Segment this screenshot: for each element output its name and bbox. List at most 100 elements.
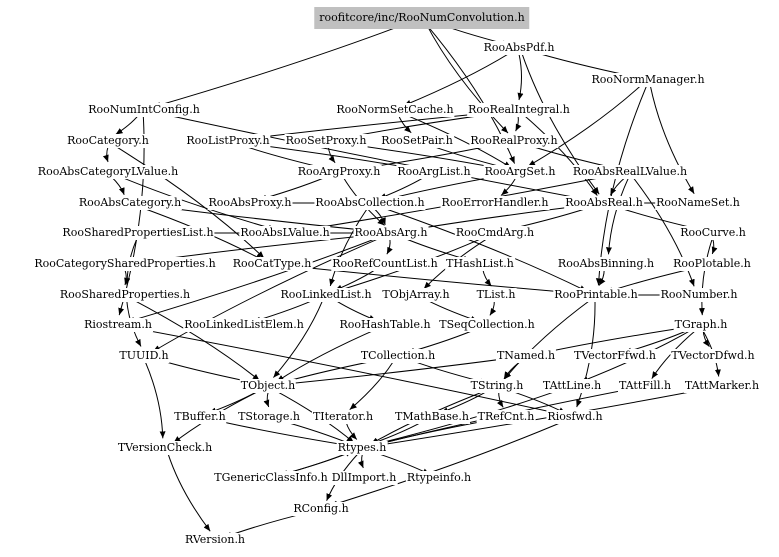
edge-n15-n31 [605, 177, 629, 255]
graph-node[interactable]: RooAbsCategory.h [77, 196, 183, 210]
graph-node[interactable]: RooListProxy.h [185, 134, 271, 148]
graph-node[interactable]: TString.h [469, 379, 525, 393]
graph-node[interactable]: TMathBase.h [393, 410, 471, 424]
edge-n11-n16 [111, 176, 125, 195]
graph-node[interactable]: RooNormSetCache.h [335, 103, 455, 117]
graph-node[interactable]: TBuffer.h [173, 410, 227, 424]
graph-node[interactable]: TAttMarker.h [683, 379, 761, 393]
graph-node[interactable]: RooAbsProxy.h [207, 196, 293, 210]
edge-n46-n49 [277, 356, 521, 388]
edge-n28-n37 [277, 264, 587, 297]
graph-node[interactable]: RooRealProxy.h [469, 134, 559, 148]
edge-n6-n28 [112, 144, 265, 259]
graph-node[interactable]: TCollection.h [359, 349, 437, 363]
edge-n33-n49 [129, 297, 260, 381]
graph-node[interactable]: RooCatType.h [231, 257, 313, 271]
graph-node[interactable]: Rtypes.h [336, 441, 388, 455]
graph-node[interactable]: TNamed.h [495, 349, 557, 363]
edge-n4-n9 [398, 114, 412, 134]
graph-node[interactable]: TAttFill.h [617, 379, 673, 393]
edge-n60-n66 [167, 453, 211, 532]
edge-n44-n60 [144, 361, 166, 439]
graph-node[interactable]: TObject.h [239, 379, 297, 393]
root-node[interactable]: roofitcore/inc/RooNumConvolution.h [314, 7, 530, 29]
edge-n1-n5 [517, 53, 524, 101]
graph-node[interactable]: RooHashTable.h [338, 318, 432, 332]
graph-node[interactable]: RooSharedPropertiesList.h [61, 226, 215, 240]
edge-n1-n4 [403, 50, 514, 106]
graph-node[interactable]: TAttLine.h [541, 379, 603, 393]
graph-node[interactable]: TSeqCollection.h [438, 318, 536, 332]
graph-node[interactable]: RooRefCountList.h [331, 257, 439, 271]
graph-node[interactable]: Rtypeinfo.h [405, 471, 473, 485]
edge-n4-n14 [400, 112, 512, 169]
edge-n27-n33 [124, 269, 131, 286]
graph-node[interactable]: RooArgList.h [396, 165, 472, 179]
graph-node[interactable]: THashList.h [445, 257, 515, 271]
edge-n45-n56 [349, 360, 395, 410]
graph-node[interactable]: RooNameSet.h [655, 196, 741, 210]
graph-node[interactable]: RooNumIntConfig.h [87, 103, 201, 117]
graph-node[interactable]: RooNumber.h [659, 288, 739, 302]
graph-node[interactable]: RooAbsReal.h [564, 196, 644, 210]
graph-node[interactable]: RooNormManager.h [590, 73, 706, 87]
graph-node[interactable]: TStorage.h [237, 410, 301, 424]
graph-node[interactable]: RooLinkedListElem.h [183, 318, 305, 332]
graph-node[interactable]: TVectorFfwd.h [573, 349, 657, 363]
graph-node[interactable]: RooPlotable.h [672, 257, 752, 271]
edge-n56-n61 [345, 421, 358, 440]
edge-n36-n42 [489, 300, 497, 316]
graph-node[interactable]: TObjArray.h [381, 288, 451, 302]
graph-node[interactable]: RVersion.h [183, 533, 247, 547]
graph-node[interactable]: TVectorDfwd.h [670, 349, 756, 363]
edge-n39-n59 [123, 325, 566, 417]
edge-n31-n37 [598, 269, 606, 286]
edge-n11-n23 [113, 173, 276, 231]
graph-node[interactable]: TUUID.h [118, 349, 170, 363]
graph-node[interactable]: RooErrorHandler.h [440, 196, 550, 210]
edge-n24-n29 [386, 238, 393, 255]
edge-n34-n49 [273, 299, 324, 378]
graph-node[interactable]: TGenericClassInfo.h [213, 471, 329, 485]
edge-n18-n34 [329, 208, 368, 287]
graph-node[interactable]: RooLinkedList.h [279, 288, 373, 302]
graph-node[interactable]: RooAbsPdf.h [482, 41, 556, 55]
edge-n59-n65 [330, 418, 570, 507]
graph-node[interactable]: RooCurve.h [679, 226, 747, 240]
edge-n30-n36 [482, 269, 492, 287]
edge-n18-n37 [375, 204, 587, 292]
graph-node[interactable]: RooAbsBinning.h [556, 257, 656, 271]
edge-n6-n11 [102, 146, 109, 163]
graph-node[interactable]: RooCategorySharedProperties.h [33, 257, 217, 271]
edge-n0-n3 [153, 19, 417, 108]
graph-node[interactable]: RooSharedProperties.h [58, 288, 192, 302]
graph-node[interactable]: TGraph.h [673, 318, 729, 332]
graph-node[interactable]: RooAbsArg.h [353, 226, 429, 240]
graph-node[interactable]: Riostream.h [83, 318, 153, 332]
graph-node[interactable]: TRefCnt.h [476, 410, 536, 424]
graph-node[interactable]: Riosfwd.h [546, 410, 604, 424]
edge-n15-n38 [632, 176, 695, 287]
graph-node[interactable]: RooRealIntegral.h [467, 103, 571, 117]
edge-n15-n20 [609, 176, 627, 196]
graph-node[interactable]: RooCategory.h [66, 134, 150, 148]
graph-node[interactable]: DllImport.h [330, 471, 398, 485]
graph-node[interactable]: RConfig.h [292, 502, 350, 516]
graph-node[interactable]: TIterator.h [311, 410, 375, 424]
graph-node[interactable]: RooAbsCategoryLValue.h [36, 165, 180, 179]
edge-n2-n21 [649, 85, 695, 194]
edge-n24-n39 [127, 234, 386, 323]
graph-node[interactable]: RooPrintable.h [553, 288, 639, 302]
graph-node[interactable]: RooAbsCollection.h [314, 196, 426, 210]
graph-node[interactable]: RooSetPair.h [380, 134, 454, 148]
graph-node[interactable]: RooAbsLValue.h [239, 226, 331, 240]
edge-n26-n43 [698, 238, 713, 316]
graph-node[interactable]: RooArgProxy.h [296, 165, 382, 179]
graph-node[interactable]: RooArgSet.h [483, 165, 557, 179]
graph-node[interactable]: TVersionCheck.h [116, 441, 214, 455]
graph-node[interactable]: RooCmdArg.h [454, 226, 536, 240]
graph-node[interactable]: RooSetProxy.h [284, 134, 368, 148]
graph-node[interactable]: RooAbsRealLValue.h [571, 165, 689, 179]
graph-node[interactable]: TList.h [475, 288, 517, 302]
